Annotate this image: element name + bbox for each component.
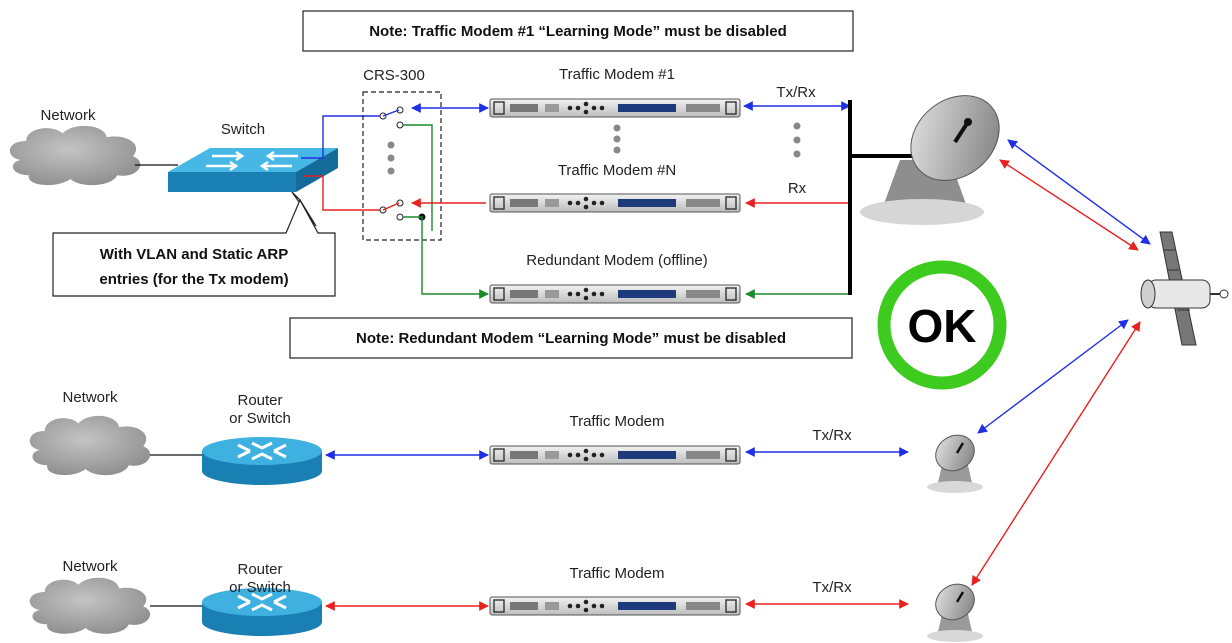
dish-sat-rx-arrow xyxy=(999,159,1139,251)
modem-mid-label: Traffic Modem xyxy=(569,413,664,430)
satellite-dish-bot-icon xyxy=(925,576,985,643)
router-mid-label-line2: or Switch xyxy=(229,410,291,427)
bus-ellipsis-dots xyxy=(793,122,801,158)
satellite-dish-mid-icon xyxy=(925,427,985,495)
note-top-box: Note: Traffic Modem #1 “Learning Mode” m… xyxy=(302,10,854,52)
satellite-dish-large-icon xyxy=(860,95,1000,225)
modem-ellipsis-dots xyxy=(613,124,621,154)
redundant-modem xyxy=(489,284,741,304)
ok-text: OK xyxy=(908,300,977,352)
txrx-label-top: Tx/Rx xyxy=(776,84,816,101)
network-cloud-mid xyxy=(29,415,151,476)
note-middle-text: Note: Redundant Modem “Learning Mode” mu… xyxy=(356,330,786,347)
crs-300-label: CRS-300 xyxy=(363,67,425,84)
switch-to-crs-red xyxy=(304,175,380,211)
router-mid-icon xyxy=(200,435,324,487)
dish-sat-tx-arrow xyxy=(1007,139,1151,245)
crs-to-redundant-arrow xyxy=(403,216,489,299)
txrx-label-bot: Tx/Rx xyxy=(812,579,852,596)
vlan-note-line2: entries (for the Tx modem) xyxy=(99,271,288,288)
redundant-modem-label: Redundant Modem (offline) xyxy=(526,252,708,269)
satellite-icon xyxy=(1140,231,1229,346)
switch-icon xyxy=(168,148,338,192)
modem-n-label: Traffic Modem #N xyxy=(558,162,676,179)
traffic-modem-n xyxy=(489,193,741,213)
switch-label: Switch xyxy=(221,121,265,138)
router-bot-label-line1: Router xyxy=(237,561,282,578)
network-label-top: Network xyxy=(40,107,96,124)
ok-status-badge: OK xyxy=(877,260,1007,390)
txrx-label-mid: Tx/Rx xyxy=(812,427,852,444)
crs-300-box xyxy=(362,91,442,241)
network-cloud-top xyxy=(9,125,141,186)
vlan-callout: With VLAN and Static ARP entries (for th… xyxy=(52,191,336,297)
network-cloud-bot xyxy=(29,577,151,634)
traffic-modem-bot xyxy=(489,596,741,616)
rx-label: Rx xyxy=(788,180,807,197)
router-bot-label-line2: or Switch xyxy=(229,579,291,596)
modem-bot-label: Traffic Modem xyxy=(569,565,664,582)
vlan-note-line1: With VLAN and Static ARP xyxy=(100,246,288,263)
dish-bot-sat-arrow xyxy=(971,321,1141,586)
traffic-modem-mid xyxy=(489,445,741,465)
router-mid-label-line1: Router xyxy=(237,392,282,409)
network-label-bot: Network xyxy=(62,558,118,575)
traffic-modem-1 xyxy=(489,98,741,118)
note-middle-box: Note: Redundant Modem “Learning Mode” mu… xyxy=(289,317,853,359)
switch-to-crs-blue xyxy=(301,115,380,159)
network-label-mid: Network xyxy=(62,389,118,406)
crs-green-path xyxy=(403,124,433,231)
modem-1-label: Traffic Modem #1 xyxy=(559,66,675,83)
note-top-text: Note: Traffic Modem #1 “Learning Mode” m… xyxy=(369,23,787,40)
